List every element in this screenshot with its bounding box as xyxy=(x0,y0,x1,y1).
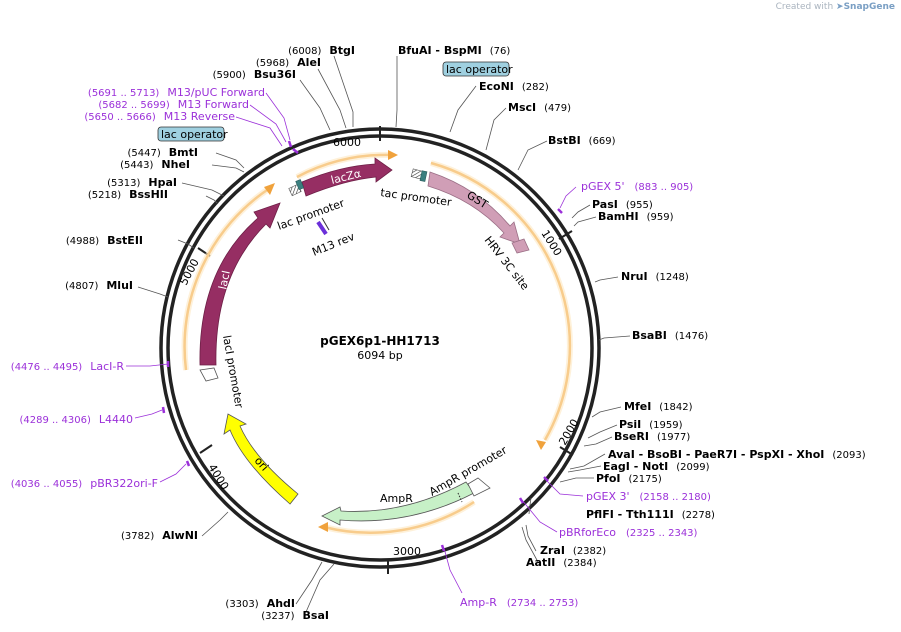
feature-AmpR[interactable] xyxy=(321,481,475,526)
enzyme-BstEII[interactable]: (4988)BstEII xyxy=(66,234,143,247)
enzyme-PsiI[interactable]: PsiI(1959) xyxy=(619,418,683,431)
enzyme-ZraI[interactable]: ZraI(2382) xyxy=(540,544,606,557)
plasmid-size: 6094 bp xyxy=(357,349,402,362)
enzyme-NruI[interactable]: NruI(1248) xyxy=(621,270,689,283)
primer-leaders xyxy=(126,92,584,594)
enzyme-BfuAI-BspMI[interactable]: BfuAI - BspMI(76) xyxy=(398,44,510,57)
feature-HRV[interactable] xyxy=(511,238,530,254)
enzyme-BtgI[interactable]: (6008)BtgI xyxy=(288,44,355,57)
feature-ori[interactable] xyxy=(223,413,299,505)
enzyme-BssHII[interactable]: (5218)BssHII xyxy=(88,188,168,201)
enzyme-leaders xyxy=(137,55,631,613)
plasmid-name: pGEX6p1-HH1713 xyxy=(320,334,440,348)
lac-operator-top-box xyxy=(442,61,510,77)
feature-lacI-promoter[interactable] xyxy=(199,367,219,382)
primer-pGEX3[interactable]: pGEX 3'(2158 .. 2180) xyxy=(586,490,711,503)
orf-arrowheads xyxy=(264,150,546,532)
lac-operator-left-label: lac operator xyxy=(161,128,228,141)
enzyme-Bsu36I[interactable]: (5900)Bsu36I xyxy=(213,68,296,81)
label-M13rev: M13 rev xyxy=(310,230,357,259)
enzyme-AleI[interactable]: (5968)AleI xyxy=(256,56,321,69)
primer-M13-Forward[interactable]: (5682 .. 5699)M13 Forward xyxy=(98,98,249,111)
primer-L4440[interactable]: (4289 .. 4306)L4440 xyxy=(19,413,133,426)
enzyme-AhdI[interactable]: (3303)AhdI xyxy=(225,597,295,610)
enzyme-EcoNI[interactable]: EcoNI(282) xyxy=(479,80,549,93)
credit-brand: SnapGene xyxy=(843,2,895,12)
enzyme-AlwNI[interactable]: (3782)AlwNI xyxy=(121,529,198,542)
label-lacI: lacI xyxy=(216,269,233,290)
enzyme-NheI[interactable]: (5443)NheI xyxy=(120,158,190,171)
primer-pBR322ori-F[interactable]: (4036 .. 4055)pBR322ori-F xyxy=(11,477,158,490)
enzyme-AvaI-group[interactable]: AvaI - BsoBI - PaeR7I - PspXI - XhoI(209… xyxy=(608,448,866,461)
enzyme-EagI-NotI[interactable]: EagI - NotI(2099) xyxy=(603,460,710,473)
label-AmpR: AmpR xyxy=(380,492,413,505)
tick-6000: 6000 xyxy=(333,136,361,149)
enzyme-MfeI[interactable]: MfeI(1842) xyxy=(624,400,693,413)
ruler-ticks xyxy=(197,126,574,574)
lac-operator-top-label: lac operator xyxy=(446,63,513,76)
primer-pGEX5[interactable]: pGEX 5'(883 .. 905) xyxy=(581,180,693,193)
enzyme-BsaI[interactable]: (3237)BsaI xyxy=(261,609,329,622)
tick-3000: 3000 xyxy=(393,545,421,558)
primer-M13-Reverse[interactable]: (5650 .. 5666)M13 Reverse xyxy=(84,110,235,123)
lac-operator-left-box xyxy=(157,126,225,142)
feature-lacI[interactable] xyxy=(199,202,281,366)
enzyme-BmtI[interactable]: (5447)BmtI xyxy=(128,146,198,159)
primer-LacI-R[interactable]: (4476 .. 4495)LacI-R xyxy=(11,360,125,373)
label-lacI-promoter: lacI promoter xyxy=(220,334,246,409)
feature-M13rev[interactable] xyxy=(316,217,330,236)
enzyme-BseRI[interactable]: BseRI(1977) xyxy=(614,430,690,443)
feature-lacZa[interactable] xyxy=(301,157,393,197)
enzyme-MluI[interactable]: (4807)MluI xyxy=(65,279,133,292)
enzyme-HpaI[interactable]: (5313)HpaI xyxy=(107,176,177,189)
primer-M13pUC-Forward[interactable]: (5691 .. 5713)M13/pUC Forward xyxy=(88,86,265,99)
snapgene-logo-icon: ➤ xyxy=(836,2,844,12)
primer-Amp-R[interactable]: Amp-R(2734 .. 2753) xyxy=(460,596,578,609)
feature-AmpR-promoter[interactable] xyxy=(467,477,491,497)
enzyme-BstBI[interactable]: BstBI(669) xyxy=(548,134,616,147)
label-lac-promoter: lac promoter xyxy=(276,196,347,232)
enzyme-BamHI[interactable]: BamHI(959) xyxy=(598,210,674,223)
primer-marks xyxy=(161,140,563,552)
enzyme-AatII[interactable]: AatII(2384) xyxy=(526,556,597,569)
primer-pBRforEco[interactable]: pBRforEco(2325 .. 2343) xyxy=(559,526,698,539)
feature-GST[interactable] xyxy=(427,171,521,245)
enzyme-PflFI-Tth111I[interactable]: PflFI - Tth111I(2278) xyxy=(586,508,715,521)
enzyme-PfoI[interactable]: PfoI(2175) xyxy=(596,472,662,485)
enzyme-PasI[interactable]: PasI(955) xyxy=(592,198,653,211)
enzyme-MscI[interactable]: MscI(479) xyxy=(508,101,571,114)
label-lacZa: lacZα xyxy=(330,167,363,187)
snapgene-credit: Created with ➤SnapGene xyxy=(776,2,895,12)
enzyme-BsaBI[interactable]: BsaBI(1476) xyxy=(632,329,708,342)
credit-prefix: Created with xyxy=(775,2,834,12)
